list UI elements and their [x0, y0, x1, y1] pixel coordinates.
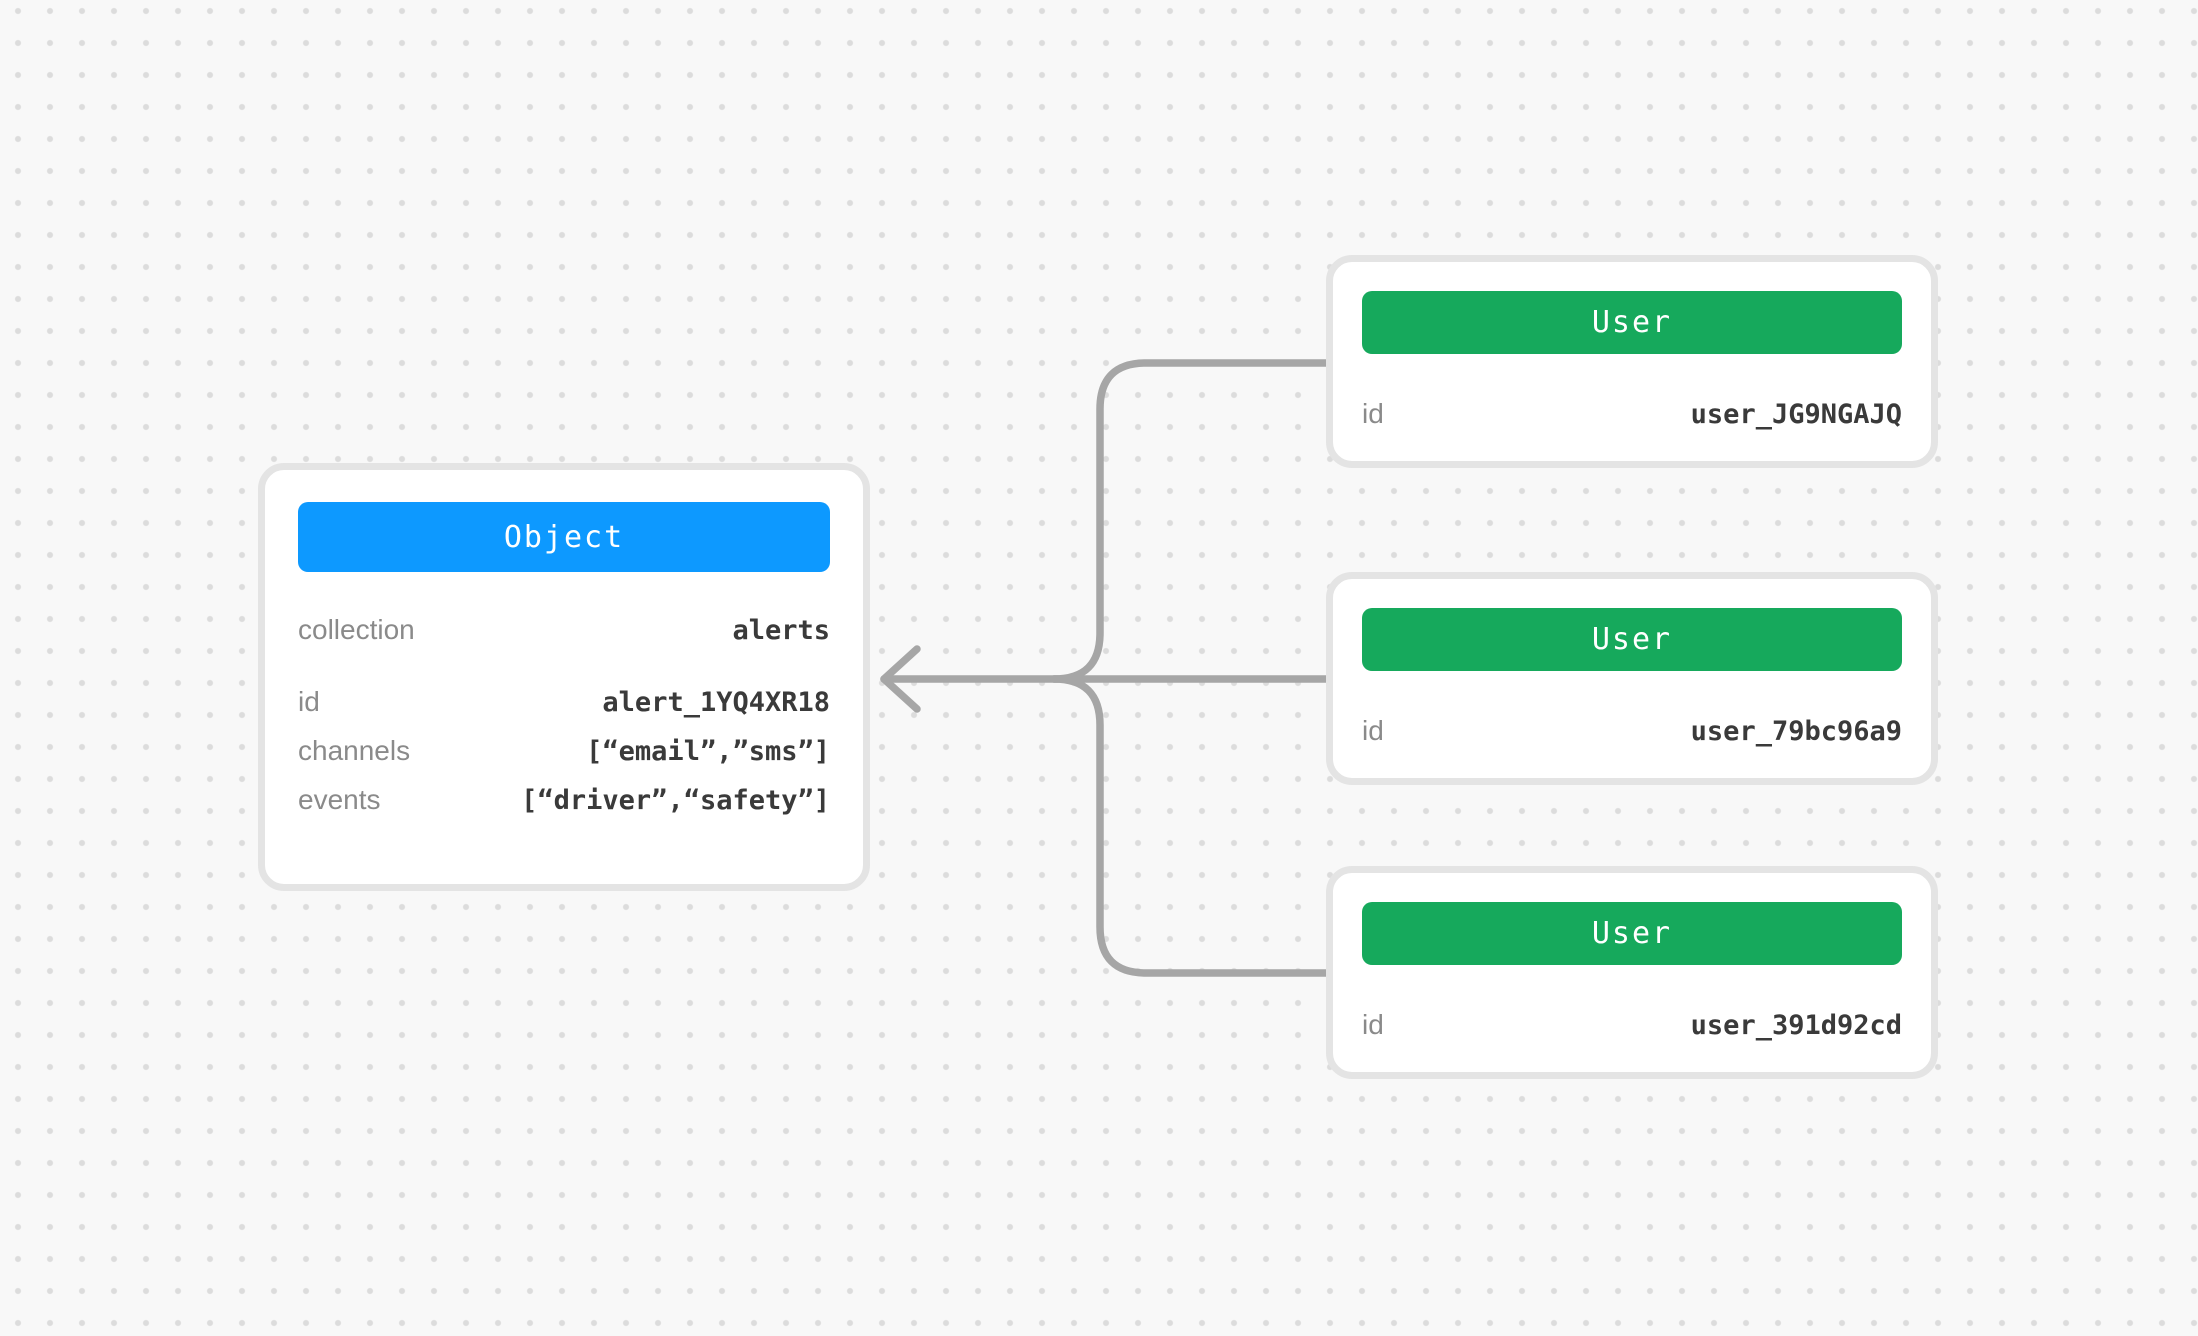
object-node[interactable]: Object collection alerts id alert_1YQ4XR…: [258, 463, 870, 891]
field-value: user_391d92cd: [1690, 1010, 1902, 1041]
user-node-title: User: [1591, 622, 1673, 657]
object-node-title: Object: [503, 519, 625, 555]
field-value: user_79bc96a9: [1690, 716, 1902, 747]
user-node-fields: id user_JG9NGAJQ: [1362, 390, 1902, 439]
field-row-channels: channels [“email”,”sms”]: [298, 727, 830, 776]
field-row-events: events [“driver”,“safety”]: [298, 776, 830, 825]
object-node-header: Object: [298, 502, 830, 572]
field-value: [“email”,”sms”]: [586, 736, 830, 767]
connector-bottom-branch: [1050, 675, 1336, 977]
field-label: id: [1362, 398, 1384, 429]
field-label: collection: [298, 614, 415, 645]
field-value: user_JG9NGAJQ: [1690, 399, 1902, 430]
user-node-header: User: [1362, 608, 1902, 671]
field-row-id: id alert_1YQ4XR18: [298, 678, 830, 727]
field-value: alerts: [732, 615, 830, 646]
field-label: channels: [298, 735, 411, 766]
field-row-id: id user_391d92cd: [1362, 1001, 1902, 1050]
field-value: alert_1YQ4XR18: [602, 687, 830, 718]
field-row-id: id user_JG9NGAJQ: [1362, 390, 1902, 439]
field-row-collection: collection alerts: [298, 608, 830, 653]
arrow-left-icon: [880, 645, 921, 713]
field-row-id: id user_79bc96a9: [1362, 707, 1902, 756]
field-label: id: [298, 686, 320, 717]
field-label: events: [298, 784, 381, 815]
user-node-title: User: [1591, 916, 1673, 951]
field-label: id: [1362, 715, 1384, 746]
user-node-header: User: [1362, 902, 1902, 965]
connector-top-branch: [1050, 359, 1336, 683]
user-node-1[interactable]: User id user_JG9NGAJQ: [1326, 255, 1938, 468]
user-node-fields: id user_391d92cd: [1362, 1001, 1902, 1050]
user-node-title: User: [1591, 305, 1673, 340]
user-node-2[interactable]: User id user_79bc96a9: [1326, 572, 1938, 785]
object-node-fields: collection alerts id alert_1YQ4XR18 chan…: [298, 608, 830, 825]
user-node-fields: id user_79bc96a9: [1362, 707, 1902, 756]
user-node-3[interactable]: User id user_391d92cd: [1326, 866, 1938, 1079]
user-node-header: User: [1362, 291, 1902, 354]
field-value: [“driver”,“safety”]: [521, 785, 830, 816]
field-label: id: [1362, 1009, 1384, 1040]
